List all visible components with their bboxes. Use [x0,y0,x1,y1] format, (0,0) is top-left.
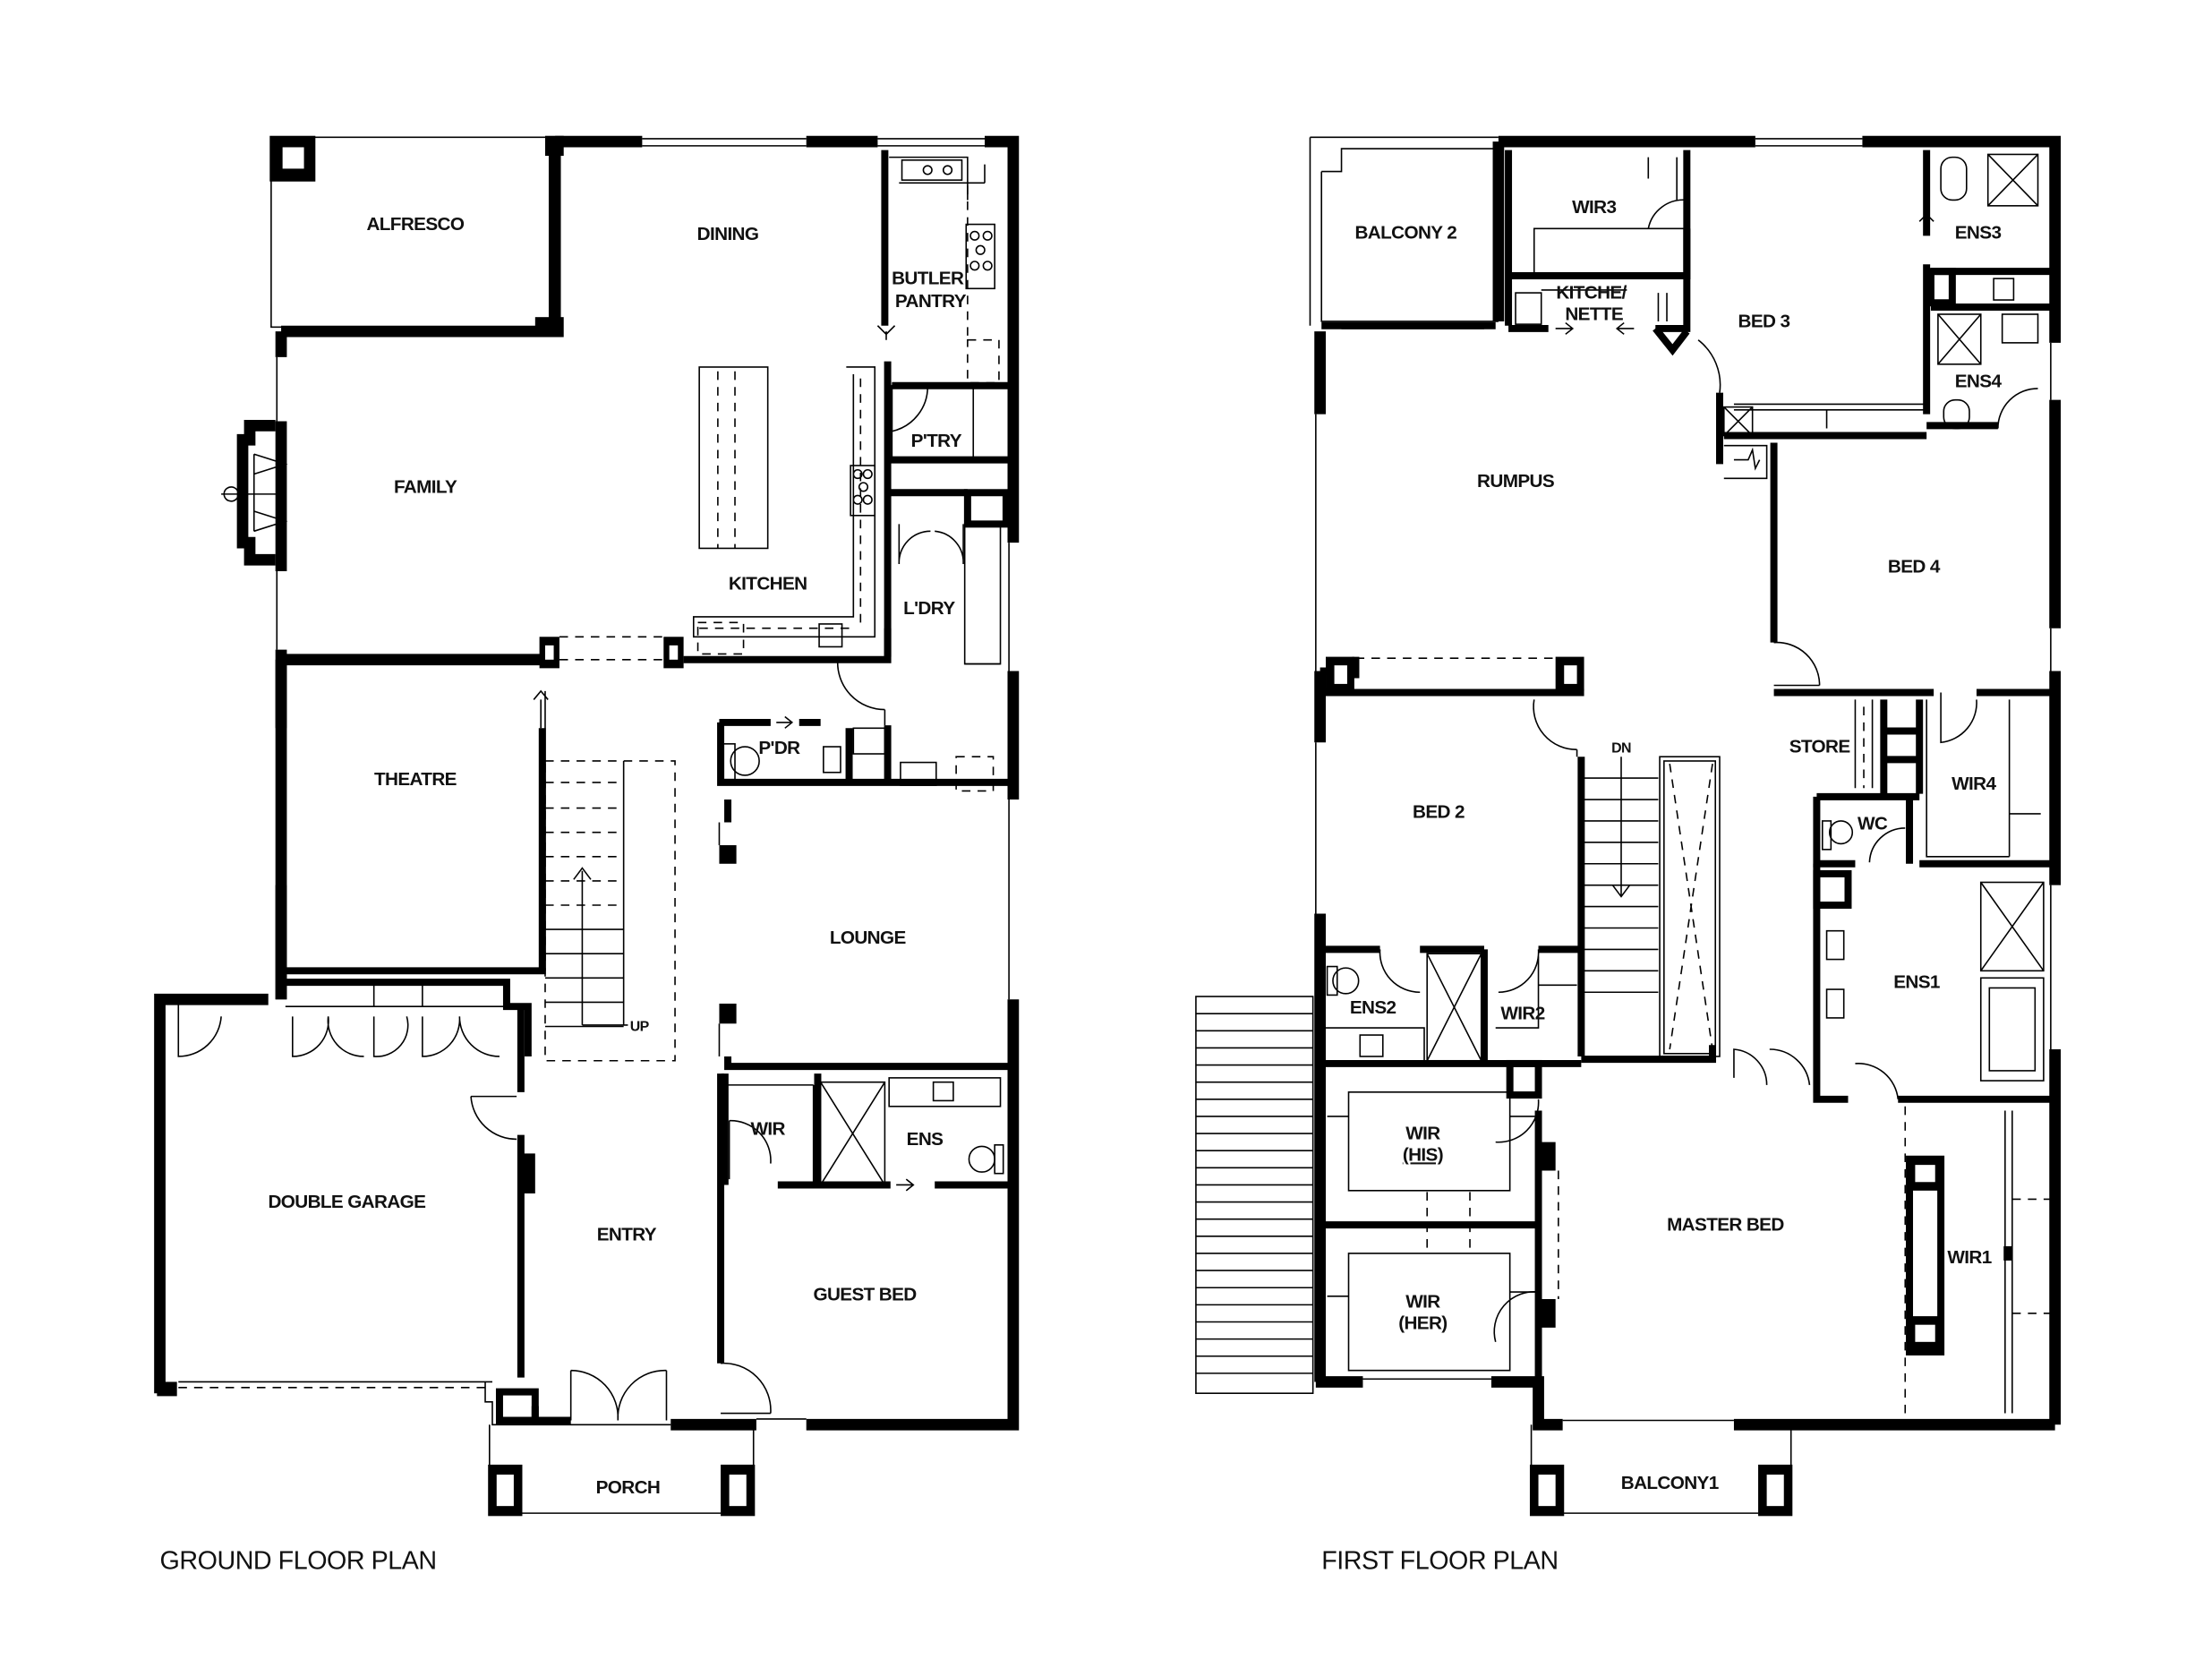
room-label-master-bed: MASTER BED [1667,1214,1784,1235]
room-label-guest-bed: GUEST BED [814,1285,918,1305]
room-label-powder: P'DR [758,738,800,758]
theatre-walls [275,659,549,1000]
double-garage-walls [154,979,671,1426]
wir3-kitchenette-walls [1505,150,1691,356]
first-room-labels: BALCONY 2 WIR3 KITCHE/ NETTE BED 3 ENS3 … [1350,197,2003,1493]
room-label-laundry: L'DRY [903,598,955,619]
ground-floor-plan: UP [154,135,1020,1575]
master-wir1-walls [1904,1106,2053,1421]
room-label-kitchenette-2: NETTE [1565,304,1624,324]
room-label-wir-his-1: WIR [1405,1123,1440,1143]
room-label-balcony-2: BALCONY 2 [1354,223,1456,244]
external-stair-hatch [1195,996,1314,1395]
room-label-ens2: ENS2 [1350,997,1396,1018]
entry-walls [495,1073,772,1424]
first-stairs: DN [1581,740,1721,1064]
room-label-ens1: ENS1 [1893,971,1940,992]
room-label-ptry: P'TRY [911,431,962,451]
room-label-family: FAMILY [394,476,457,497]
first-floor-title: FIRST FLOOR PLAN [1321,1546,1558,1575]
balcony-1 [1529,1424,1793,1517]
room-label-bed-2: BED 2 [1413,802,1465,823]
balcony-2-area [1309,136,1499,329]
room-label-wir3: WIR3 [1572,197,1616,218]
room-label-porch: PORCH [596,1477,661,1498]
room-label-wir1: WIR1 [1947,1247,1991,1268]
room-label-rumpus: RUMPUS [1477,471,1555,492]
wir-his-her-walls [1324,1059,1559,1382]
room-label-kitchenette-1: KITCHE/ [1556,282,1627,303]
room-label-wc: WC [1858,814,1888,834]
stair-down-label: DN [1611,740,1631,756]
room-label-wir-his-2: (HIS) [1403,1144,1443,1165]
lounge-walls [718,800,1013,1071]
ground-exterior-walls [275,135,1020,1431]
room-label-pantry: PANTRY [895,291,967,312]
ground-stairs: UP [544,760,676,1062]
room-label-theatre: THEATRE [374,769,457,790]
stair-up-label: UP [630,1019,650,1034]
alfresco-area [269,135,564,338]
room-label-ens: ENS [907,1129,944,1150]
rumpus-bed2-walls [1320,656,1585,1056]
room-label-ens3: ENS3 [1955,223,2002,244]
porch [488,1424,756,1517]
room-label-wir-her-2: (HER) [1398,1313,1447,1333]
ground-floor-title: GROUND FLOOR PLAN [160,1546,437,1575]
store-wir4-wc-walls [1813,699,2055,868]
room-label-kitchen: KITCHEN [729,574,807,594]
guest-suite-walls [721,1073,1013,1192]
room-label-entry: ENTRY [597,1225,657,1245]
ens1-walls [1733,863,2055,1103]
room-label-lounge: LOUNGE [830,928,907,948]
room-label-wir2: WIR2 [1500,1004,1544,1024]
room-label-alfresco: ALFRESCO [366,214,464,235]
first-floor-plan: DN [1195,135,2062,1575]
room-label-balcony1: BALCONY1 [1621,1473,1719,1493]
room-label-wir4: WIR4 [1952,774,1996,794]
first-exterior-walls [1314,135,2062,1431]
room-label-ens4: ENS4 [1955,371,2003,391]
bed3-ensuite-walls [1697,150,2055,480]
room-label-wir: WIR [750,1119,785,1140]
room-label-dining: DINING [697,224,759,244]
fireplace [221,419,288,566]
room-label-butler: BUTLER [892,269,964,289]
room-label-bed-3: BED 3 [1738,311,1790,331]
room-label-bed-4: BED 4 [1888,557,1941,577]
powder-laundry-walls [717,659,1013,792]
room-label-wir-her-1: WIR [1405,1292,1440,1313]
kitchen-walls [281,150,1013,669]
bed4-walls [1770,442,2055,744]
room-label-double-garage: DOUBLE GARAGE [268,1192,426,1212]
room-label-store: STORE [1789,736,1851,757]
ground-room-labels: ALFRESCO DINING BUTLER PANTRY FAMILY P'T… [268,214,967,1498]
